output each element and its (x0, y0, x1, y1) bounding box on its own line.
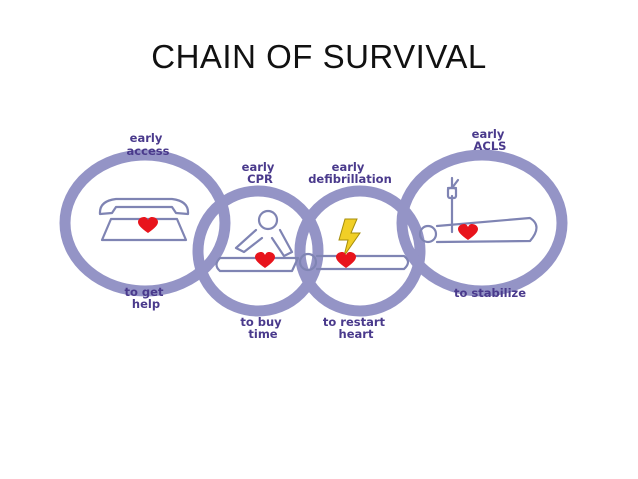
iv-drip-icon (446, 176, 460, 234)
ring-early-defibrillation (294, 185, 426, 317)
ring-early-access (59, 149, 231, 297)
link-4-bottom-label: to stabilize (454, 286, 526, 300)
link-3-bottom-label: to restart heart (323, 315, 389, 341)
lightning-bolt-icon (338, 218, 361, 257)
link-1-top-label: early access (127, 131, 170, 158)
ring-early-acls (396, 149, 568, 297)
cpr-rescuer-icon (215, 209, 300, 273)
link-2-bottom-label: to buy time (240, 315, 285, 341)
heart-icon-access (138, 217, 158, 233)
defib-patient-icon (298, 252, 410, 272)
link-4-top-label: early ACLS (472, 127, 509, 153)
link-1-bottom-label: to get help (125, 285, 168, 311)
ring-early-cpr (192, 185, 324, 317)
slide-title: CHAIN OF SURVIVAL (151, 38, 487, 75)
link-2-top-label: early CPR (242, 160, 279, 186)
heart-icon-acls (458, 224, 478, 240)
heart-icon-cpr (255, 252, 275, 268)
heart-icon-defibrillation (336, 252, 356, 268)
chain-rings (59, 149, 568, 317)
link-3-top-label: early defibrillation (308, 160, 392, 186)
acls-patient-icon (418, 216, 538, 244)
